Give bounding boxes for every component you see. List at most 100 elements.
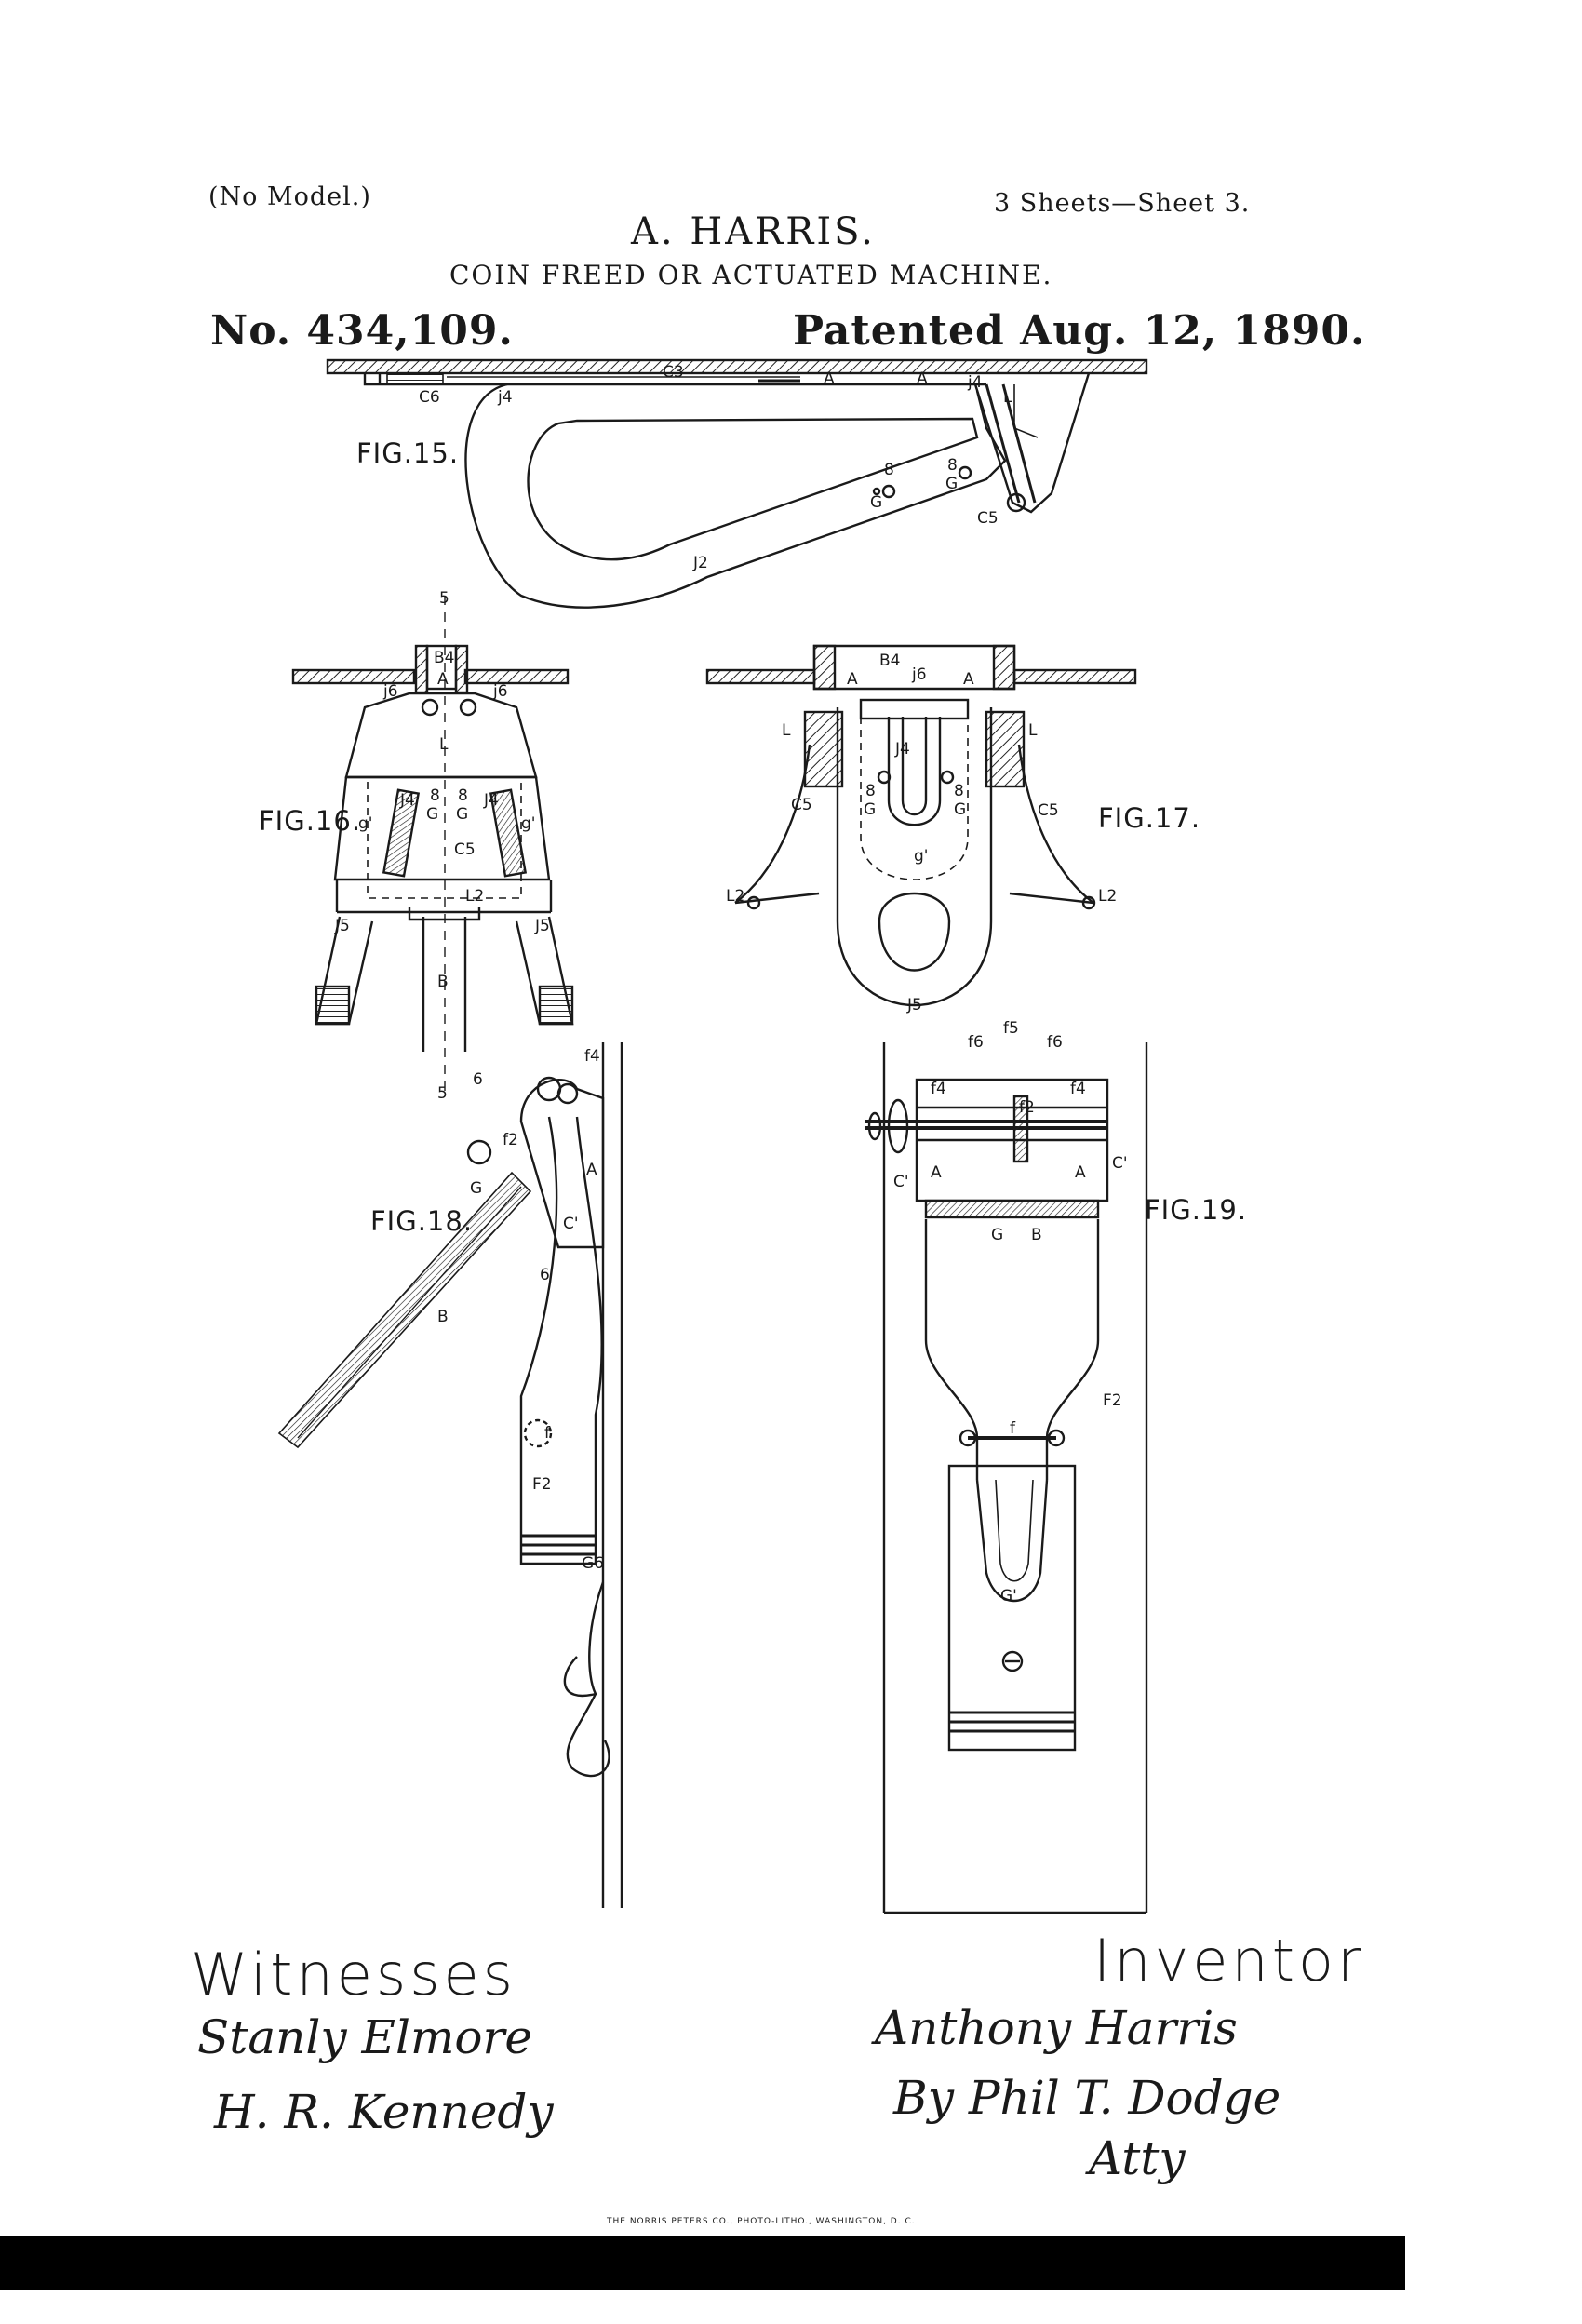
fig-17-label: FIG.17.: [1098, 802, 1201, 834]
ref-label-fig17: 8: [954, 782, 964, 800]
ref-label-fig16: J4: [483, 791, 499, 810]
ref-label-fig15: C5: [977, 509, 999, 528]
ref-label-fig17: g': [914, 847, 928, 866]
patent-number: No. 434,109.: [210, 307, 514, 355]
ref-label-fig16: B4: [434, 649, 454, 667]
ref-label-fig17: A: [963, 670, 974, 689]
ref-label-fig19: A: [1075, 1163, 1086, 1182]
ref-label-fig18: F2: [532, 1475, 552, 1494]
ref-label-fig19: C': [893, 1173, 909, 1191]
figure-15-drawing: [326, 358, 1148, 609]
ref-label-fig19: f4: [1070, 1080, 1086, 1098]
ref-label-fig15: G: [870, 493, 882, 512]
ref-label-fig16: 8: [458, 786, 468, 805]
ref-label-fig17: L: [1028, 721, 1038, 740]
ref-label-fig17: L: [782, 721, 791, 740]
ref-label-fig15: A: [917, 369, 928, 388]
figure-16-drawing: [291, 596, 574, 1094]
ref-label-fig18: 6: [540, 1266, 550, 1284]
ref-label-fig17: L2: [1098, 887, 1117, 906]
ref-label-fig17: G: [954, 800, 966, 819]
ref-label-fig16: j6: [382, 682, 398, 701]
ref-label-fig18: B: [437, 1308, 449, 1326]
ref-label-fig19: F2: [1103, 1391, 1122, 1410]
ref-label-fig19: G: [991, 1226, 1003, 1244]
ref-label-fig16: 8: [430, 786, 440, 805]
ref-label-fig15: L: [1003, 388, 1012, 407]
figure-19-drawing: [865, 1042, 1148, 1914]
ref-label-fig17: B4: [879, 652, 900, 670]
ref-label-fig16: C5: [454, 840, 476, 859]
ref-label-fig16: J4: [399, 791, 415, 810]
attorney-signature: By Phil T. Dodge: [893, 2071, 1281, 2125]
no-model-note: (No Model.): [208, 182, 371, 211]
ref-label-fig17: J4: [894, 740, 910, 759]
attorney-suffix: Atty: [1089, 2131, 1186, 2185]
fig-16-label: FIG.16.: [259, 805, 362, 837]
ref-label-fig15: 8: [884, 461, 894, 479]
ref-label-fig17: C5: [791, 796, 812, 814]
ref-label-fig15: C3: [663, 363, 684, 382]
ref-label-fig17: 8: [865, 782, 876, 800]
ref-label-fig16: L: [439, 735, 449, 754]
ref-label-fig18: A: [586, 1161, 597, 1179]
witness-1-signature: Stanly Elmore: [197, 2010, 532, 2064]
reference-letters: C6 j4 C3 A A j4 L 8 G 8 G C5 J2 5 B4 A j…: [334, 363, 1128, 1605]
ref-label-fig19: A: [931, 1163, 942, 1182]
ref-label-fig19: f2: [1019, 1098, 1035, 1117]
ref-label-fig15: j4: [967, 373, 983, 392]
patent-title: COIN FREED OR ACTUATED MACHINE.: [449, 260, 1053, 290]
ref-label-fig16: g': [358, 814, 372, 833]
ref-label-fig17: J5: [906, 996, 922, 1014]
ref-label-fig19: C': [1112, 1154, 1128, 1173]
inventor-signature: Anthony Harris: [875, 2001, 1238, 2055]
printer-imprint: THE NORRIS PETERS CO., PHOTO-LITHO., WAS…: [607, 2217, 916, 2226]
ref-label-fig17: C5: [1038, 801, 1059, 820]
sheet-count: 3 Sheets—Sheet 3.: [994, 189, 1251, 218]
figure-17-drawing: [705, 644, 1137, 1006]
inventor-heading: Inventor: [1093, 1927, 1365, 1995]
ref-label-fig17: A: [847, 670, 858, 689]
ref-label-fig16: B: [437, 973, 449, 991]
ref-label-fig19: f6: [968, 1033, 984, 1052]
ref-label-fig19: f4: [931, 1080, 946, 1098]
figure-18-drawing: [277, 1042, 623, 1908]
ref-label-fig18: G: [470, 1179, 482, 1198]
ref-label-fig18: f4: [584, 1047, 600, 1066]
ref-label-fig18: C': [563, 1215, 579, 1233]
ref-label-fig15: j4: [497, 388, 513, 407]
inventor-name: A. HARRIS.: [631, 210, 876, 253]
ref-label-fig16: J5: [534, 917, 550, 935]
ref-label-fig17: L2: [726, 887, 744, 906]
fig-18-label: FIG.18.: [370, 1205, 474, 1237]
ref-label-fig18: G6: [582, 1554, 604, 1573]
ref-label-fig17: j6: [911, 665, 927, 684]
ref-label-fig16: G: [426, 805, 438, 824]
ref-label-fig19: B: [1031, 1226, 1042, 1244]
ref-label-fig16: A: [437, 670, 449, 689]
ref-label-fig15: C6: [419, 388, 440, 407]
witnesses-heading: Witnesses: [191, 1941, 516, 2008]
scan-edge-bar: [0, 2236, 1405, 2290]
ref-label-fig16: G: [456, 805, 468, 824]
ref-label-fig18: f: [544, 1424, 551, 1443]
ref-label-fig16: J5: [334, 917, 350, 935]
ref-label-fig15: A: [824, 369, 835, 388]
ref-label-fig16: g': [521, 814, 535, 833]
witness-2-signature: H. R. Kennedy: [214, 2085, 554, 2139]
ref-label-fig16: 5: [439, 589, 449, 608]
ref-label-fig16: L2: [465, 887, 484, 906]
ref-label-fig19: f5: [1003, 1019, 1019, 1038]
ref-label-fig18: f2: [503, 1131, 518, 1149]
ref-label-fig17: G: [864, 800, 876, 819]
ref-label-fig15: J2: [692, 554, 708, 572]
ref-label-fig18: 6: [473, 1070, 483, 1089]
ref-label-fig19: f6: [1047, 1033, 1063, 1052]
ref-label-fig19: G': [1000, 1587, 1017, 1605]
fig-19-label: FIG.19.: [1145, 1194, 1248, 1226]
ref-label-fig19: f: [1010, 1419, 1016, 1438]
ref-label-fig15: 8: [947, 456, 958, 475]
ref-label-fig15: G: [945, 475, 958, 493]
patent-date: Patented Aug. 12, 1890.: [793, 307, 1366, 355]
